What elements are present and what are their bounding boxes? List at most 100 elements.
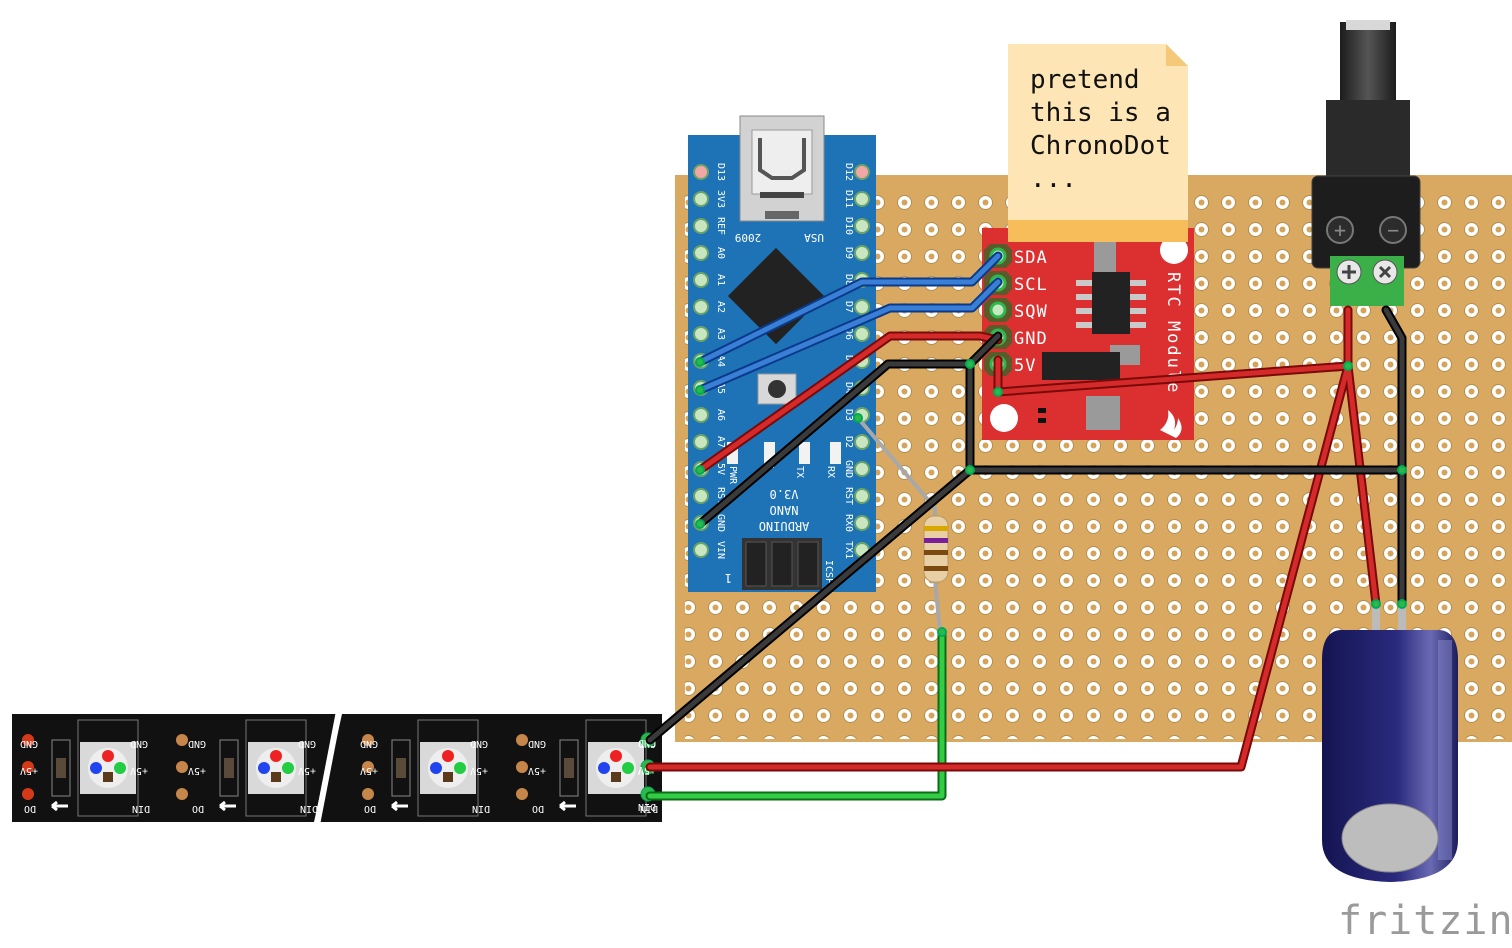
strip-smd-outline xyxy=(391,739,411,797)
jack-plus-icon xyxy=(1326,216,1354,244)
nano-pin-label-right: TX1 xyxy=(843,541,854,559)
led-green-icon xyxy=(282,762,294,774)
strip-pad-label: GND xyxy=(130,738,148,749)
nano-pin-right xyxy=(854,218,870,234)
strip-pad-label: DIN xyxy=(472,803,490,814)
led-red-icon xyxy=(442,750,454,762)
strip-smd-outline xyxy=(51,739,71,797)
nano-pin-label-left: A3 xyxy=(715,328,726,340)
led-blue-icon xyxy=(258,762,270,774)
icsp-header: ICSP 1 xyxy=(725,538,834,590)
led-die xyxy=(611,772,621,782)
nano-pin-right xyxy=(854,461,870,477)
strip-pad xyxy=(516,761,528,773)
icsp-label: ICSP xyxy=(823,560,834,584)
strip-smd-cap xyxy=(224,758,234,778)
usb-connector xyxy=(739,115,825,222)
jack-plus-label: + xyxy=(1334,218,1346,242)
nano-pin-label-right: RX0 xyxy=(843,514,854,532)
microcontroller-chip xyxy=(727,247,825,345)
led-blue-icon xyxy=(430,762,442,774)
nano-pin-label-right: D3 xyxy=(843,409,854,421)
nano-pin-label-right: GND xyxy=(843,460,854,478)
nano-title-line-3: V3.0 xyxy=(770,487,799,501)
nano-pin-right xyxy=(854,488,870,504)
nano-pin-right xyxy=(854,434,870,450)
nano-pin-left xyxy=(693,272,709,288)
rtc-module-label: RTC Module xyxy=(1163,272,1183,394)
jack-minus-label: − xyxy=(1387,218,1399,242)
nano-pin-label-right: D6 xyxy=(843,328,854,340)
led-die xyxy=(103,772,113,782)
nano-pin-label-left: A7 xyxy=(715,436,726,448)
nano-pin-label-right: D12 xyxy=(843,163,854,181)
data-arrow-icon xyxy=(559,800,576,812)
rtc-pin-label: 5V xyxy=(1014,356,1036,376)
led-outline xyxy=(245,719,307,817)
nano-pin-label-right: D10 xyxy=(843,217,854,235)
rgb-led-lens xyxy=(596,748,636,788)
led-green-icon xyxy=(114,762,126,774)
nano-pin-label-left: A5 xyxy=(715,382,726,394)
dc-barrel-jack: + − xyxy=(1311,20,1421,306)
led-outline xyxy=(417,719,479,817)
nano-pin-label-right: D11 xyxy=(843,190,854,208)
note-line-3: ChronoDot xyxy=(1030,131,1171,161)
led-strip: GND+5VDOGND+5VDINGND+5VDOGND+5VDINGND+5V… xyxy=(12,705,662,831)
nano-pin-left xyxy=(693,164,709,180)
nano-pin-left xyxy=(693,326,709,342)
strip-pad-label: GND xyxy=(470,738,488,749)
nano-pin-left xyxy=(693,542,709,558)
wire-i2c-blue xyxy=(695,251,1003,395)
led-blue-icon xyxy=(598,762,610,774)
led-die xyxy=(271,772,281,782)
nano-pin-right xyxy=(854,515,870,531)
nano-pin-label-right: D2 xyxy=(843,436,854,448)
sticky-note: pretend this is a ChronoDot ... xyxy=(1008,44,1188,242)
led-strip-segments: GND+5VDOGND+5VDINGND+5VDOGND+5VDINGND+5V… xyxy=(20,719,658,817)
strip-pad xyxy=(22,734,34,746)
nano-pin-label-left: 3V3 xyxy=(715,190,726,208)
led-green-icon xyxy=(454,762,466,774)
nano-pin-label-left: A0 xyxy=(715,247,726,259)
strip-pad xyxy=(362,761,374,773)
nano-pin-label-right: D4 xyxy=(843,382,854,394)
strip-pad-label: DO xyxy=(24,803,36,814)
resistor xyxy=(856,416,949,633)
strip-pad-label: +5V xyxy=(130,765,148,776)
strip-pad-label: DIN xyxy=(640,803,658,814)
led-label-rx: RX xyxy=(825,466,836,478)
nano-pin-label-left: A6 xyxy=(715,409,726,421)
nano-pin-right xyxy=(854,245,870,261)
nano-pin-right xyxy=(854,299,870,315)
nano-pin-label-left: 5V xyxy=(715,463,726,475)
strip-pad xyxy=(176,761,188,773)
strip-pad-label: GND xyxy=(188,738,206,749)
strip-pad xyxy=(22,788,34,800)
strip-pad xyxy=(176,734,188,746)
led-die xyxy=(443,772,453,782)
strip-smd-cap xyxy=(56,758,66,778)
nano-pin-label-left: VIN xyxy=(715,541,726,559)
rtc-chip xyxy=(1076,272,1146,334)
strip-pad-label: DO xyxy=(364,803,376,814)
led-red-icon xyxy=(102,750,114,762)
strip-smd-cap xyxy=(564,758,574,778)
strip-pad-label: +5V xyxy=(188,765,206,776)
usb-text-year: 2009 xyxy=(735,231,762,244)
rgb-led-lens xyxy=(256,748,296,788)
strip-pad-label: DO xyxy=(532,803,544,814)
strip-pad-label: GND xyxy=(298,738,316,749)
nano-title: ARDUINO NANO V3.0 xyxy=(759,487,810,533)
data-arrow-icon xyxy=(391,800,408,812)
nano-pin-left xyxy=(693,434,709,450)
led-red-icon xyxy=(610,750,622,762)
strip-end-din: DIN xyxy=(638,801,656,812)
nano-pin-label-right: D9 xyxy=(843,247,854,259)
led-label-tx: TX xyxy=(794,466,805,478)
led-red-icon xyxy=(270,750,282,762)
strip-smd-cap xyxy=(396,758,406,778)
nano-pin-headers: D133V3REFA0A1A2A3A4A5A6A75VRSTGNDVIND12D… xyxy=(693,163,870,559)
led-label-pwr: PWR xyxy=(727,466,738,485)
